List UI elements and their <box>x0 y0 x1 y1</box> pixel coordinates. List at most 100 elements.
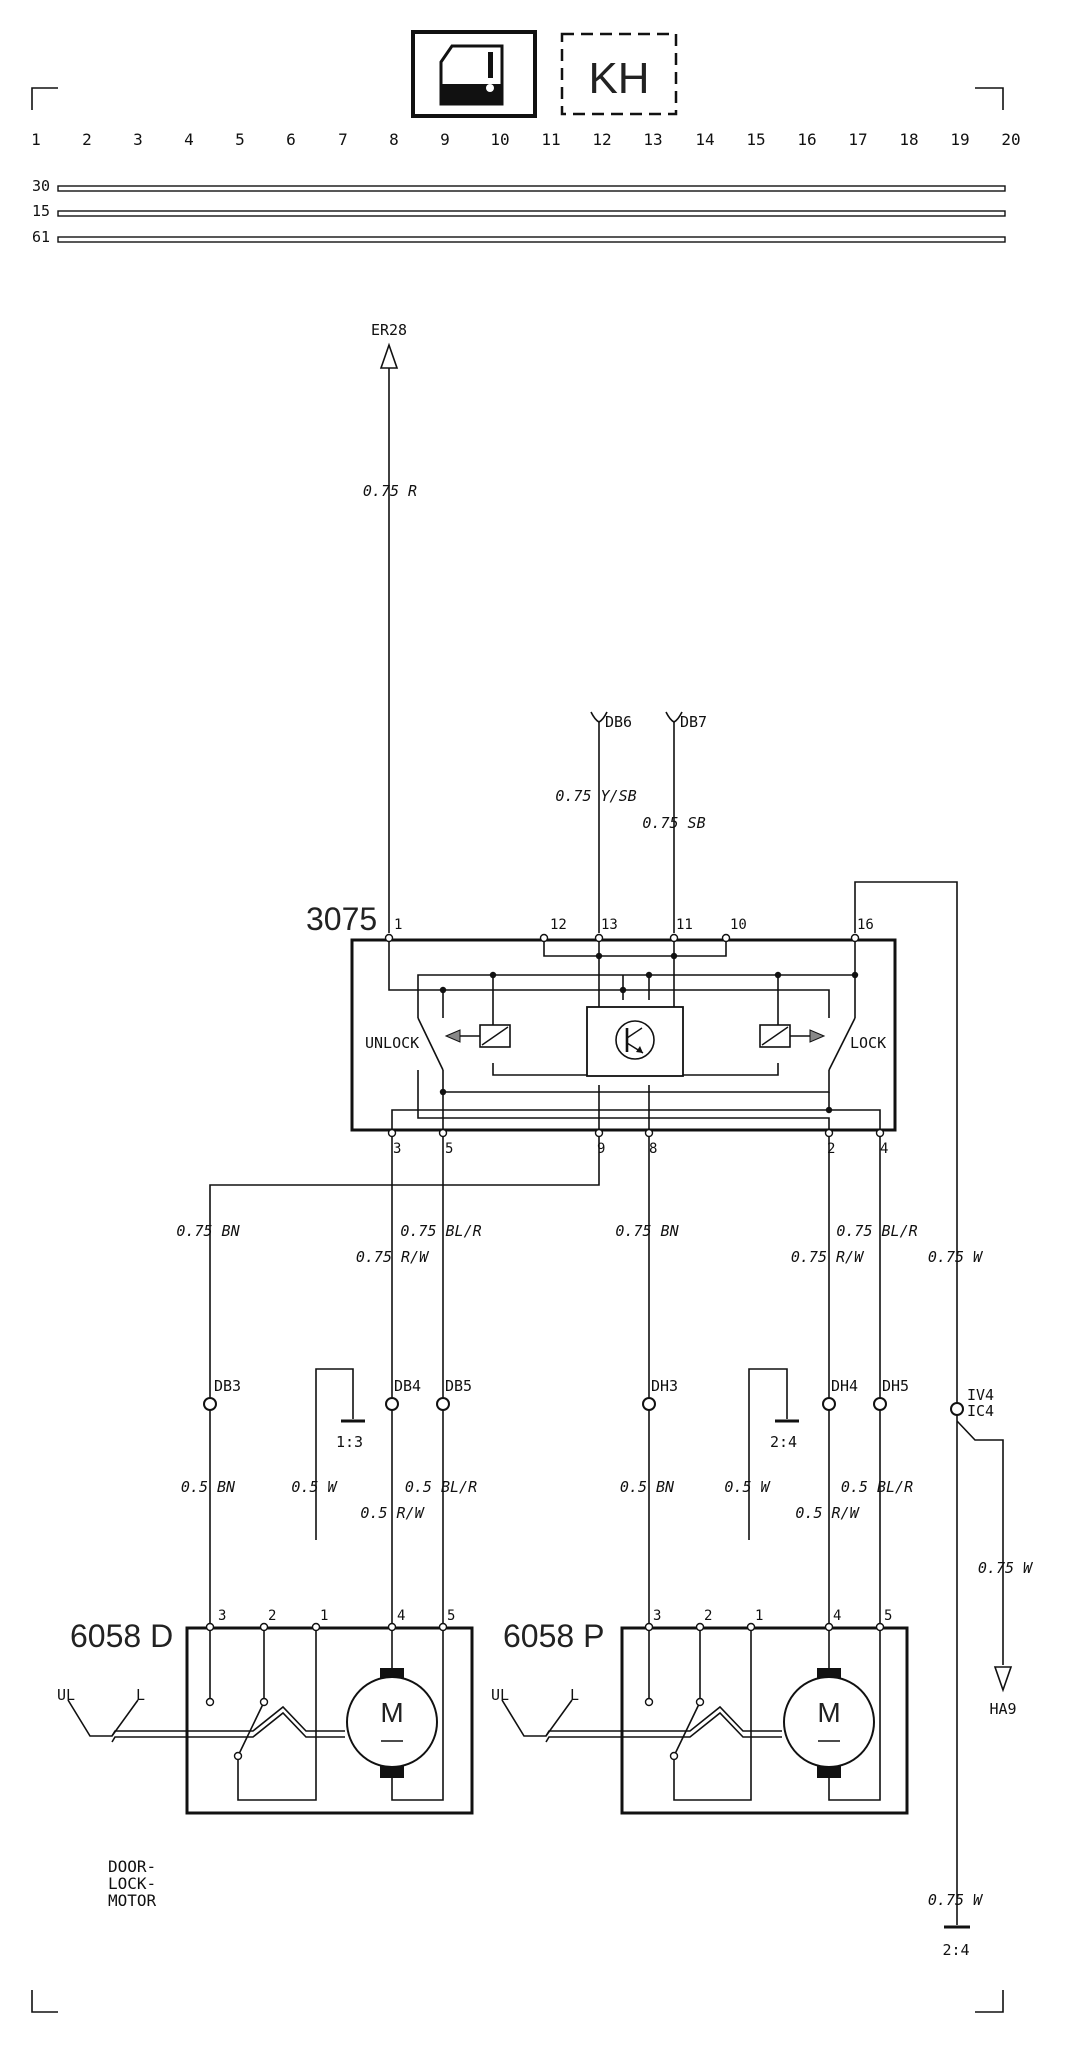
column-number: 19 <box>950 130 969 149</box>
column-numbers: 1 2 3 4 5 6 7 8 9 10 11 12 13 14 15 16 1… <box>31 130 1020 149</box>
column-number: 2 <box>82 130 92 149</box>
wire-label: 0.75 W <box>928 1248 984 1266</box>
pin-label: 2 <box>268 1608 276 1624</box>
wire-label: 0.75 BN <box>176 1222 240 1240</box>
motor-6058-d: 6058 D 3 2 1 4 5 UL L M <box>57 1608 474 1815</box>
motor-id-left: 6058 D <box>70 1618 173 1654</box>
column-number: 11 <box>541 130 560 149</box>
pin-label: 12 <box>550 917 567 933</box>
door-lock-motor-caption: DOOR- LOCK- MOTOR <box>108 1857 157 1910</box>
db5-label: DB5 <box>445 1377 472 1395</box>
ul-label: UL <box>57 1686 75 1704</box>
caption-line: LOCK- <box>108 1874 156 1893</box>
column-number: 13 <box>643 130 662 149</box>
column-number: 9 <box>440 130 450 149</box>
kh-label: KH <box>588 54 649 103</box>
module-internal-wiring <box>388 942 881 1132</box>
module-bottom-pins: 3 5 9 8 2 4 <box>387 1128 888 1157</box>
lock-relay <box>759 1024 826 1048</box>
transistor-block <box>586 1006 684 1077</box>
door-window-icon <box>439 44 504 106</box>
ground-bottom: 2:4 <box>942 1925 970 1959</box>
pin-label: 3 <box>653 1608 661 1624</box>
pin-label: 5 <box>445 1141 453 1157</box>
column-number: 12 <box>592 130 611 149</box>
pin-label: 3 <box>218 1608 226 1624</box>
column-number: 7 <box>338 130 348 149</box>
caption-line: DOOR- <box>108 1857 156 1876</box>
er28-label: ER28 <box>371 321 407 339</box>
pin-label: 4 <box>833 1608 841 1624</box>
motor-6058-p: 6058 P 3 2 1 4 5 UL L M <box>491 1608 909 1815</box>
motor-id-right: 6058 P <box>503 1618 604 1654</box>
ground-24-label: 2:4 <box>770 1433 797 1451</box>
ic4-label: IC4 <box>967 1402 994 1420</box>
pin-label: 16 <box>857 917 874 933</box>
column-number: 17 <box>848 130 867 149</box>
pin-label: 1 <box>394 917 402 933</box>
power-rails: 30 15 61 <box>32 177 1006 246</box>
module-switches <box>417 1017 856 1071</box>
pin-label: 4 <box>397 1608 405 1624</box>
wire-label: 0.5 R/W <box>360 1504 425 1522</box>
corner-marks <box>31 87 1004 2013</box>
ground-13-label: 1:3 <box>336 1433 363 1451</box>
pin-label: 2 <box>704 1608 712 1624</box>
motor-feed-wires <box>209 1410 1004 1925</box>
l-label: L <box>570 1686 579 1704</box>
pin-label: 9 <box>597 1141 605 1157</box>
wire-label: 0.5 BL/R <box>405 1478 477 1496</box>
iv4-label: IV4 <box>967 1386 994 1404</box>
ground-13: 1:3 <box>315 1368 365 1540</box>
wire-label: 0.5 R/W <box>795 1504 860 1522</box>
column-number: 1 <box>31 130 41 149</box>
column-number: 5 <box>235 130 245 149</box>
column-number: 18 <box>899 130 918 149</box>
db7-label: DB7 <box>680 713 707 731</box>
er28-connector: ER28 <box>371 321 407 369</box>
ha9-connector: HA9 <box>989 1666 1017 1718</box>
wire-label: 0.5 W <box>724 1478 771 1496</box>
column-number: 20 <box>1001 130 1020 149</box>
pin-label: 4 <box>880 1141 888 1157</box>
unlock-relay <box>444 1024 511 1048</box>
column-number: 15 <box>746 130 765 149</box>
lower-wiring <box>209 1137 881 1398</box>
pin-label: 8 <box>649 1141 657 1157</box>
rail-label: 61 <box>32 228 50 246</box>
ground-24: 2:4 <box>748 1368 799 1540</box>
dh4-label: DH4 <box>831 1377 858 1395</box>
rail-label: 15 <box>32 202 50 220</box>
low-wire-labels: 0.5 BN 0.5 W 0.5 BL/R 0.5 R/W 0.5 BN 0.5… <box>181 1478 1034 1577</box>
wire-label: 0.5 BN <box>181 1478 236 1496</box>
junction-dots <box>439 952 859 1114</box>
wire-label: 0.75 R/W <box>791 1248 865 1266</box>
module-id: 3075 <box>306 901 377 937</box>
db4-label: DB4 <box>394 1377 421 1395</box>
column-number: 4 <box>184 130 194 149</box>
pin-label: 5 <box>447 1608 455 1624</box>
wire-label: 0.5 W <box>291 1478 338 1496</box>
pin-label: 1 <box>320 1608 328 1624</box>
wire-label: 0.75 BL/R <box>400 1222 481 1240</box>
wire-label: 0.5 BL/R <box>841 1478 913 1496</box>
module-top-pins: 1 12 13 11 10 16 <box>384 917 874 943</box>
pin-label: 5 <box>884 1608 892 1624</box>
motor-m-label: M <box>817 1697 840 1728</box>
motor-m-label: M <box>380 1697 403 1728</box>
wire-label: 0.75 W <box>978 1559 1034 1577</box>
l-label: L <box>136 1686 145 1704</box>
wire-label-ysb: 0.75 Y/SB <box>555 787 636 805</box>
rail-label: 30 <box>32 177 50 195</box>
wire-label: 0.5 BN <box>620 1478 675 1496</box>
wire-label: 0.75 W <box>928 1891 984 1909</box>
caption-line: MOTOR <box>108 1891 157 1910</box>
dh3-label: DH3 <box>651 1377 678 1395</box>
kh-badge <box>560 32 678 116</box>
ground-bottom-label: 2:4 <box>942 1941 969 1959</box>
ul-label: UL <box>491 1686 509 1704</box>
pin-label: 3 <box>393 1141 401 1157</box>
pin-label: 10 <box>730 917 747 933</box>
db7-connector: DB7 <box>665 711 707 731</box>
